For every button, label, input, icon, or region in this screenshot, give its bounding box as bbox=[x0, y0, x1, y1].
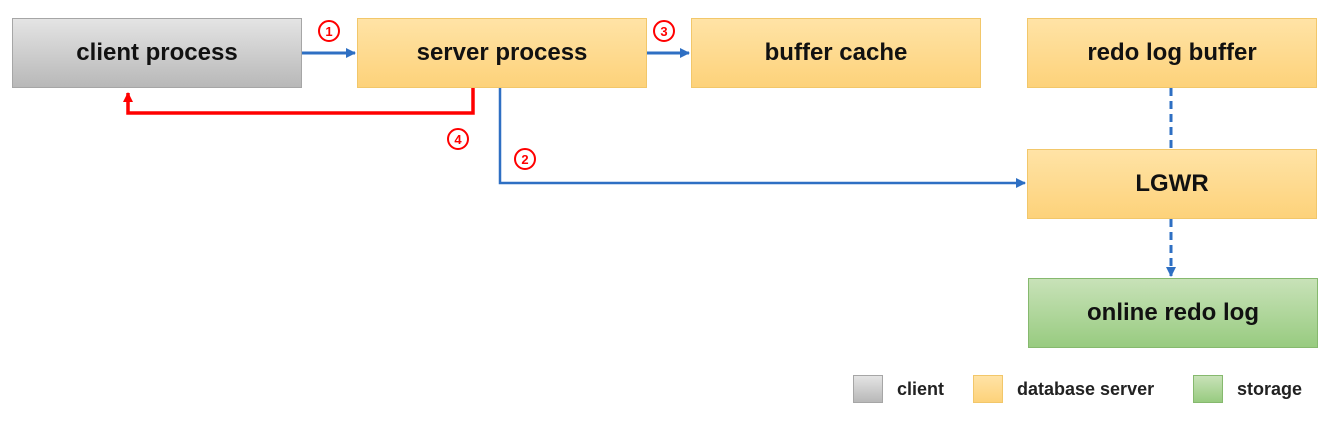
legend-label-database-server: database server bbox=[1017, 378, 1155, 399]
legend-swatch-database-server bbox=[973, 375, 1003, 403]
client-process-node: client process bbox=[12, 18, 302, 88]
step-4-marker: 4 bbox=[447, 128, 469, 150]
legend-database-server: database server bbox=[973, 375, 1154, 403]
step-3-marker: 3 bbox=[653, 20, 675, 42]
legend-label-client: client bbox=[897, 378, 945, 399]
step-2-marker: 2 bbox=[514, 148, 536, 170]
lgwr-node: LGWR bbox=[1027, 149, 1317, 219]
buffer-cache-node: buffer cache bbox=[691, 18, 981, 88]
legend-storage: storage bbox=[1193, 375, 1302, 403]
online-redo-log-node: online redo log bbox=[1028, 278, 1318, 348]
server-process-node: server process bbox=[357, 18, 647, 88]
arrow-server-to-lgwr bbox=[498, 88, 1026, 188]
step-1-marker: 1 bbox=[318, 20, 340, 42]
legend-swatch-client bbox=[853, 375, 883, 403]
legend-label-storage: storage bbox=[1237, 378, 1303, 399]
redo-log-buffer-node: redo log buffer bbox=[1027, 18, 1317, 88]
legend-client: client bbox=[853, 375, 944, 403]
legend-swatch-storage bbox=[1193, 375, 1223, 403]
arrow-server-to-client bbox=[123, 88, 475, 115]
